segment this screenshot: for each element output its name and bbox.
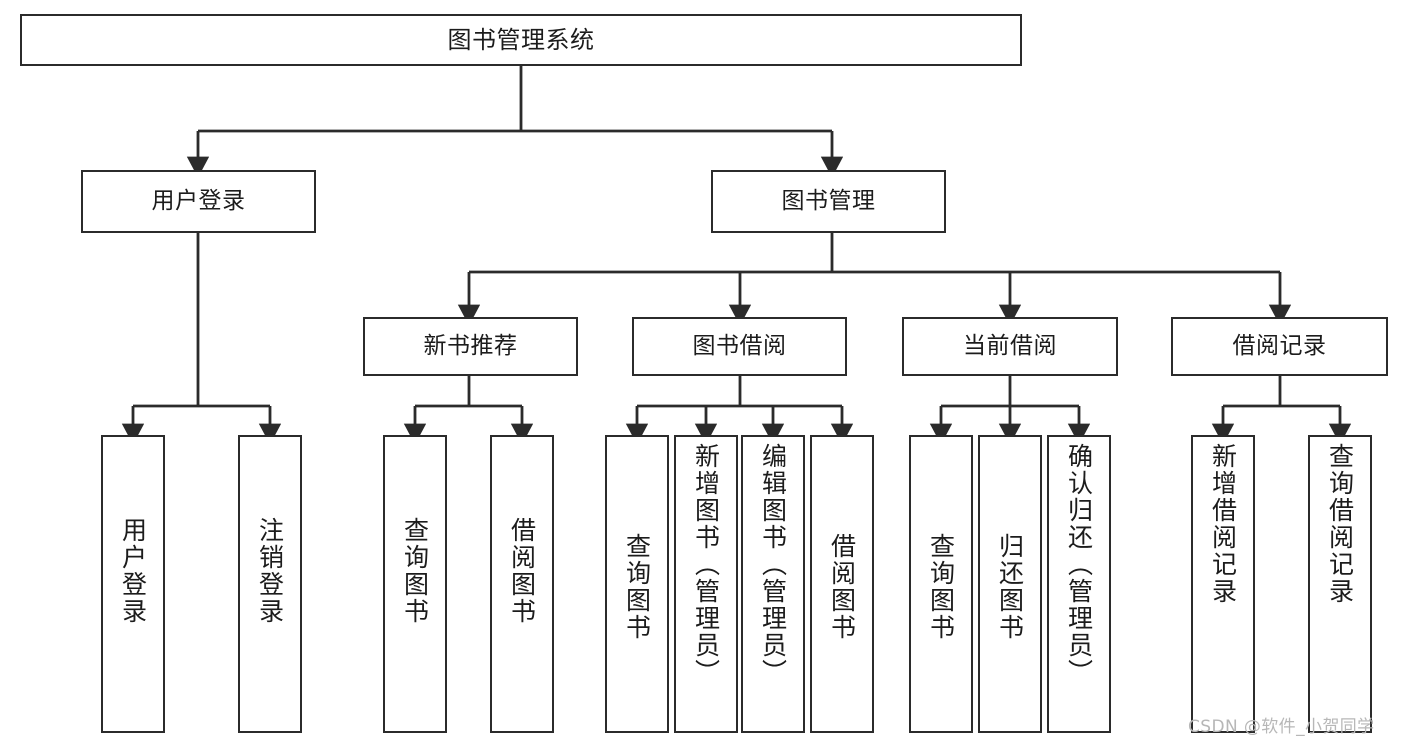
node-leaf-add-record[interactable]: 新增借阅记录 bbox=[1191, 435, 1255, 733]
node-leaf-query-book-2[interactable]: 查询图书 bbox=[605, 435, 669, 733]
node-leaf-query-book-2-label: 查询图书 bbox=[622, 533, 652, 641]
node-book-borrow[interactable]: 图书借阅 bbox=[632, 317, 847, 376]
node-leaf-borrow-book-2-label: 借阅图书 bbox=[827, 533, 857, 641]
watermark-text: CSDN @软件_小贺同学 bbox=[1188, 717, 1375, 737]
node-leaf-borrow-book-2[interactable]: 借阅图书 bbox=[810, 435, 874, 733]
node-leaf-add-book[interactable]: 新增图书（管理员） bbox=[674, 435, 738, 733]
node-borrow-record[interactable]: 借阅记录 bbox=[1171, 317, 1388, 376]
node-user-login-label: 用户登录 bbox=[151, 187, 246, 214]
node-leaf-query-book-3-label: 查询图书 bbox=[926, 533, 956, 641]
node-leaf-logout-login[interactable]: 注销登录 bbox=[238, 435, 302, 733]
node-root[interactable]: 图书管理系统 bbox=[20, 14, 1022, 66]
node-book-manage-label: 图书管理 bbox=[781, 187, 876, 214]
node-leaf-query-record[interactable]: 查询借阅记录 bbox=[1308, 435, 1372, 733]
node-leaf-confirm-return-label: 确认归还（管理员） bbox=[1064, 443, 1094, 686]
node-current-borrow-label: 当前借阅 bbox=[963, 332, 1057, 359]
node-book-manage[interactable]: 图书管理 bbox=[711, 170, 946, 233]
node-leaf-confirm-return[interactable]: 确认归还（管理员） bbox=[1047, 435, 1111, 733]
node-leaf-add-book-label: 新增图书（管理员） bbox=[691, 443, 721, 686]
node-leaf-borrow-book-1-label: 借阅图书 bbox=[507, 517, 537, 625]
node-leaf-query-book-1[interactable]: 查询图书 bbox=[383, 435, 447, 733]
node-leaf-return-book[interactable]: 归还图书 bbox=[978, 435, 1042, 733]
node-borrow-record-label: 借阅记录 bbox=[1232, 332, 1327, 359]
node-leaf-edit-book[interactable]: 编辑图书（管理员） bbox=[741, 435, 805, 733]
node-leaf-query-book-1-label: 查询图书 bbox=[400, 517, 430, 625]
node-leaf-return-book-label: 归还图书 bbox=[995, 533, 1025, 641]
node-new-book-recommend-label: 新书推荐 bbox=[423, 332, 518, 359]
node-current-borrow[interactable]: 当前借阅 bbox=[902, 317, 1118, 376]
node-user-login[interactable]: 用户登录 bbox=[81, 170, 316, 233]
node-leaf-user-login[interactable]: 用户登录 bbox=[101, 435, 165, 733]
node-leaf-query-book-3[interactable]: 查询图书 bbox=[909, 435, 973, 733]
node-leaf-user-login-label: 用户登录 bbox=[118, 517, 148, 625]
node-root-label: 图书管理系统 bbox=[447, 25, 595, 54]
node-book-borrow-label: 图书借阅 bbox=[692, 332, 787, 359]
node-leaf-edit-book-label: 编辑图书（管理员） bbox=[758, 443, 788, 686]
node-leaf-logout-login-label: 注销登录 bbox=[255, 517, 285, 625]
node-leaf-query-record-label: 查询借阅记录 bbox=[1325, 443, 1355, 605]
node-leaf-add-record-label: 新增借阅记录 bbox=[1208, 443, 1238, 605]
node-new-book-recommend[interactable]: 新书推荐 bbox=[363, 317, 578, 376]
node-leaf-borrow-book-1[interactable]: 借阅图书 bbox=[490, 435, 554, 733]
